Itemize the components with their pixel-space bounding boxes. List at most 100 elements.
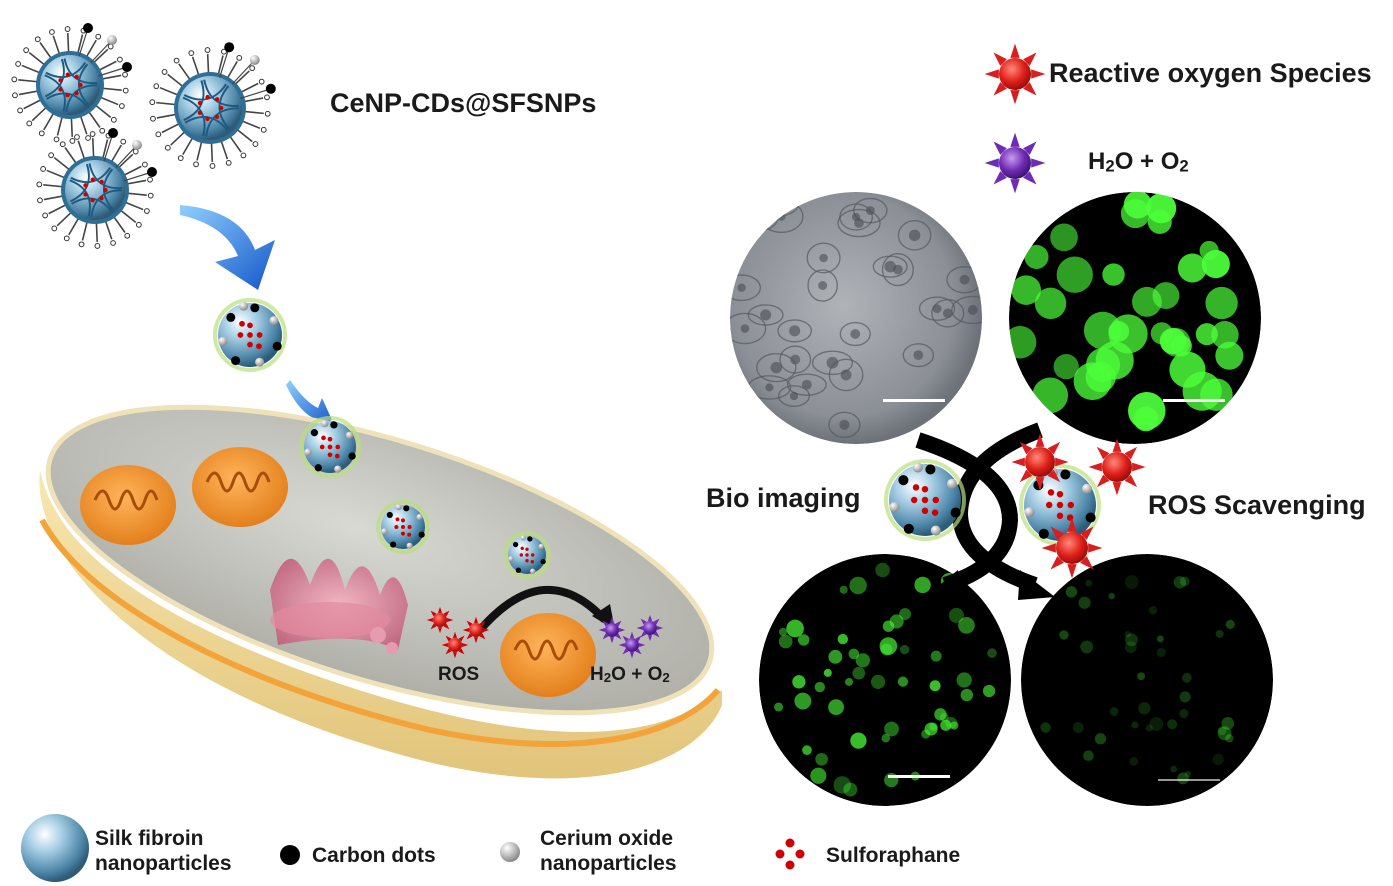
fluorescent-cell bbox=[794, 692, 812, 710]
fluorescent-cell bbox=[849, 576, 867, 595]
cell-conversion-arrowhead bbox=[592, 604, 615, 630]
water-oxygen-key-icon bbox=[984, 132, 1046, 194]
cell-outline bbox=[811, 350, 854, 376]
fluorescent-cell bbox=[814, 681, 826, 693]
fluorescent-cell bbox=[1184, 770, 1192, 778]
fluorescent-cell bbox=[778, 627, 788, 636]
loaded-nanoparticle bbox=[299, 416, 361, 478]
cell-outline bbox=[758, 193, 799, 217]
ros-key-icon bbox=[984, 43, 1046, 105]
fluorescent-cell bbox=[810, 767, 827, 784]
fluorescent-cell bbox=[958, 617, 975, 634]
fluorescent-cell bbox=[1179, 576, 1190, 587]
fluorescent-cell bbox=[1102, 263, 1125, 286]
fluorescent-cell bbox=[1156, 647, 1166, 658]
fluorescent-cell bbox=[987, 648, 997, 658]
water-oxygen-molecule-icon bbox=[598, 616, 626, 644]
cell-nucleus bbox=[962, 412, 973, 424]
cell-outline bbox=[730, 274, 762, 302]
fluorescent-cell bbox=[1138, 702, 1151, 715]
fluorescent-cell bbox=[1085, 362, 1116, 393]
cell-nucleus bbox=[765, 383, 774, 392]
sulforaphane-icon bbox=[775, 838, 805, 870]
fluorescent-cell bbox=[1170, 765, 1178, 773]
fluorescent-cell bbox=[982, 684, 996, 698]
fluorescence-image-bio-imaging bbox=[759, 554, 1011, 806]
fluorescent-cell bbox=[899, 644, 910, 655]
cell-nucleus bbox=[932, 304, 942, 314]
cell-outline bbox=[786, 373, 827, 396]
fluorescent-cell bbox=[1156, 635, 1164, 643]
cell-outline bbox=[777, 385, 811, 407]
loaded-nanoparticle bbox=[376, 500, 430, 554]
cell-nucleus bbox=[884, 260, 896, 273]
fluorescent-cell bbox=[1217, 726, 1227, 736]
fluorescent-cell bbox=[899, 608, 912, 621]
cell-nucleus bbox=[737, 283, 746, 292]
cell-outline bbox=[828, 358, 864, 392]
bio-imaging-label: Bio imaging bbox=[706, 483, 861, 513]
fluorescent-cell bbox=[855, 653, 871, 668]
ros-molecule-icon bbox=[462, 616, 490, 644]
fluorescent-cell bbox=[1129, 757, 1139, 766]
ros-attached-icon bbox=[1011, 433, 1069, 491]
cell-nucleus bbox=[773, 200, 784, 211]
fluorescent-cell bbox=[1072, 722, 1084, 734]
fluorescent-cell bbox=[934, 708, 947, 721]
fluorescent-cell bbox=[884, 721, 899, 737]
cross-arrow-right-head bbox=[1018, 570, 1055, 600]
fluorescent-cell bbox=[875, 562, 890, 578]
cell-outline bbox=[872, 255, 908, 278]
fluorescence-image-ros-scavenging bbox=[1021, 554, 1273, 806]
cell-nucleus bbox=[801, 379, 812, 390]
cell-dish bbox=[39, 404, 723, 779]
fluorescent-cell bbox=[882, 620, 895, 632]
fluorescent-cell bbox=[828, 699, 844, 716]
water-oxygen-molecule-icon bbox=[618, 631, 646, 659]
fluorescent-cell bbox=[774, 702, 784, 712]
fluorescent-cell bbox=[1177, 253, 1207, 283]
cell-nucleus bbox=[740, 324, 750, 333]
silk-fibroin-sphere-icon bbox=[21, 814, 89, 882]
fluorescent-cell bbox=[1083, 750, 1094, 762]
fluorescent-cell bbox=[881, 733, 891, 743]
fluorescent-cell bbox=[1182, 672, 1192, 683]
fluorescent-cell bbox=[1094, 733, 1107, 745]
legend-icons bbox=[21, 814, 805, 882]
cell-nucleus bbox=[770, 361, 783, 374]
fluorescent-cell bbox=[1137, 672, 1146, 681]
fluorescent-cell bbox=[843, 782, 858, 797]
fluorescent-cell bbox=[929, 680, 941, 692]
fluorescent-cell bbox=[1083, 311, 1122, 350]
fluorescent-cell bbox=[1123, 192, 1152, 219]
cell-nucleus bbox=[839, 419, 850, 430]
fluorescent-cell bbox=[870, 674, 886, 689]
legend-sulforaphane: Sulforaphane bbox=[826, 844, 961, 867]
fluorescent-cell bbox=[792, 675, 806, 689]
fluorescent-cell bbox=[786, 619, 804, 638]
fluorescent-cell bbox=[940, 719, 952, 731]
fluorescent-cell bbox=[1217, 726, 1232, 741]
brightfield-image bbox=[730, 192, 982, 444]
cell-outline bbox=[945, 402, 982, 434]
ros-attached-icon bbox=[1088, 438, 1146, 496]
fluorescent-cell bbox=[815, 752, 828, 766]
fluorescent-cell bbox=[1124, 630, 1132, 638]
fluorescent-cell bbox=[1059, 630, 1069, 640]
fluorescent-cell bbox=[839, 585, 848, 594]
sfsnp-particle bbox=[149, 42, 276, 169]
cell-nucleus bbox=[818, 281, 828, 290]
fluorescent-cell bbox=[1085, 579, 1093, 587]
cell-nucleus bbox=[790, 354, 801, 365]
loaded-nanoparticle bbox=[503, 531, 551, 579]
legend-carbon-dots: Carbon dots bbox=[312, 844, 436, 867]
fluorescent-cell bbox=[1221, 716, 1235, 730]
cell-nucleus bbox=[789, 391, 799, 401]
fluorescent-cell bbox=[1132, 286, 1162, 317]
fluorescent-cell bbox=[845, 677, 854, 686]
fluorescent-cell bbox=[1032, 377, 1069, 414]
ros-key-label: Reactive oxygen Species bbox=[1049, 58, 1372, 88]
cell-nucleus bbox=[840, 369, 852, 381]
cell-nucleus bbox=[851, 212, 861, 222]
